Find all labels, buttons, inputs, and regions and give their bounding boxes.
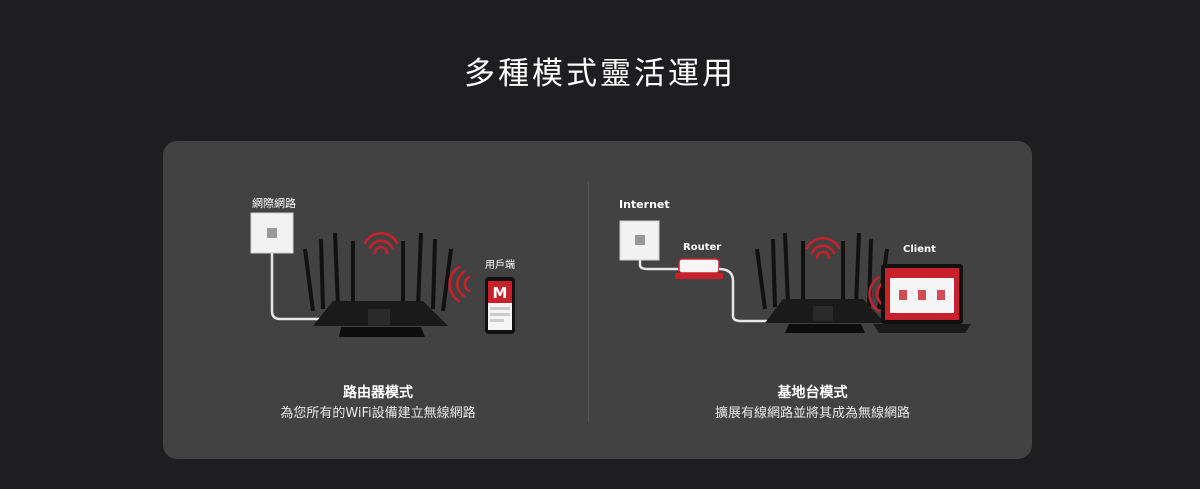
router-mode-card: 網際網路 用戶端 — [163, 141, 593, 459]
wifi-signal-icon — [805, 237, 841, 260]
cable-icon — [638, 260, 679, 271]
wall-outlet-icon — [250, 212, 294, 254]
router-mode-illustration: M — [250, 212, 515, 337]
access-point-mode-card: Internet Router Client — [593, 141, 1032, 459]
access-point-mode-title: 基地台模式 — [777, 385, 848, 401]
wifi-signal-icon — [363, 232, 399, 255]
router-icon — [755, 232, 889, 333]
client-label: 用戶端 — [485, 260, 515, 271]
internet-label: 網際網路 — [252, 197, 296, 210]
access-point-mode-description: 擴展有線網路並將其成為無線網路 — [714, 406, 910, 421]
laptop-icon — [873, 264, 971, 333]
router-icon — [675, 258, 723, 279]
cable-icon — [718, 267, 771, 323]
modes-panel: 網際網路 用戶端 — [163, 141, 1032, 459]
router-mode-title: 路由器模式 — [343, 385, 413, 401]
wall-outlet-icon — [619, 220, 660, 261]
internet-label: Internet — [619, 198, 670, 211]
svg-text:M: M — [493, 284, 508, 302]
client-label: Client — [903, 244, 936, 255]
cable-icon — [270, 253, 335, 321]
router-label: Router — [683, 242, 722, 253]
smartphone-icon: M — [485, 277, 515, 334]
panel-divider — [588, 181, 589, 421]
access-point-mode-illustration — [619, 220, 971, 333]
router-mode-description: 為您所有的WiFi設備建立無線網路 — [280, 406, 476, 421]
router-icon — [303, 232, 453, 337]
page-title: 多種模式靈活運用 — [464, 56, 736, 92]
wifi-signal-icon — [448, 265, 471, 303]
